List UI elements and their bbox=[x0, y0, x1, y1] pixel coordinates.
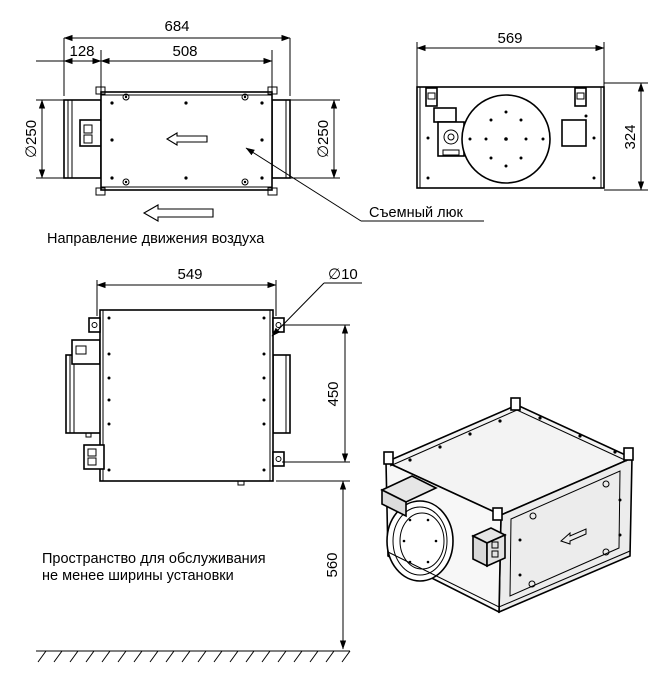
isometric-view bbox=[380, 397, 634, 614]
removable-hatch-label: Съемный люк bbox=[369, 205, 463, 221]
iso-flow-arrow-icon bbox=[560, 528, 587, 545]
side-view: 569 324 bbox=[416, 30, 648, 191]
unit-body-front bbox=[100, 91, 273, 191]
dim-total-length: 684 bbox=[164, 18, 189, 35]
dim-mount-spacing: 450 bbox=[325, 381, 342, 406]
dim-top-width: 549 bbox=[177, 266, 202, 283]
dim-duct-diameter-right: ∅250 bbox=[315, 120, 332, 158]
service-space-line1: Пространство для обслуживания bbox=[42, 551, 266, 567]
airflow-arrow-icon bbox=[142, 204, 214, 222]
dim-service-clearance: 560 bbox=[324, 552, 341, 577]
dim-body-length: 508 bbox=[172, 43, 197, 60]
top-view: 549 bbox=[36, 266, 362, 663]
front-view: 684 128 508 bbox=[23, 18, 484, 247]
airflow-direction-label: Направление движения воздуха bbox=[47, 231, 265, 247]
dim-duct-diameter-left: ∅250 bbox=[23, 120, 40, 158]
dim-hole-diameter: ∅10 bbox=[328, 266, 358, 283]
service-space-line2: не менее ширины установки bbox=[42, 568, 234, 584]
dim-side-width: 569 bbox=[497, 30, 522, 47]
unit-body-top bbox=[99, 309, 274, 482]
flow-arrow-icon bbox=[165, 132, 208, 146]
dim-side-height: 324 bbox=[622, 124, 639, 149]
dim-left-spigot: 128 bbox=[69, 43, 94, 60]
